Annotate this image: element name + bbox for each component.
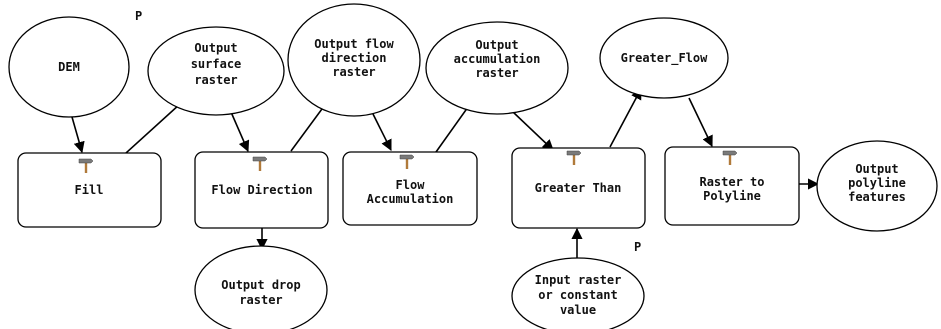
- dem-label: DEM: [58, 60, 80, 74]
- conn-accumraster-greater: [512, 111, 554, 151]
- conn-greaterflow-r2p: [688, 97, 713, 148]
- conn-dirraster-accum: [372, 113, 392, 152]
- data-node-drop-raster[interactable]: Output drop raster: [194, 245, 328, 329]
- greater-than-label: Greater Than: [535, 181, 622, 195]
- flow-accum-label-1: Flow: [396, 178, 426, 192]
- conn-dem-fill: [71, 116, 85, 154]
- accum-label-2: accumulation: [454, 52, 541, 66]
- input-label-2: or constant: [538, 288, 617, 302]
- data-node-accumulation-raster[interactable]: Output accumulation raster: [425, 21, 569, 115]
- drop-label-2: raster: [239, 293, 282, 307]
- data-node-flowdir-raster[interactable]: Output flow direction raster: [287, 3, 421, 117]
- tool-fill[interactable]: Fill: [17, 152, 162, 228]
- tool-flow-direction[interactable]: Flow Direction: [194, 151, 329, 229]
- conn-surface-flowdir: [230, 111, 250, 153]
- flow-accum-label-2: Accumulation: [367, 192, 454, 206]
- data-node-surface-raster[interactable]: Output surface raster: [147, 26, 285, 116]
- tool-raster-to-polyline[interactable]: Raster to Polyline: [664, 146, 800, 226]
- accum-label-1: Output: [475, 38, 518, 52]
- r2p-label-2: Polyline: [703, 189, 761, 203]
- input-label-1: Input raster: [535, 273, 622, 287]
- drop-label-1: Output drop: [221, 278, 300, 292]
- r2p-label-1: Raster to: [699, 175, 764, 189]
- param-marker-input: P: [634, 240, 641, 254]
- polyline-label-2: polyline: [848, 176, 906, 190]
- data-node-input-constant[interactable]: Input raster or constant value: [511, 257, 645, 329]
- input-label-3: value: [560, 303, 596, 317]
- flowdir-label-2: direction: [321, 51, 386, 65]
- connectors: [71, 88, 820, 258]
- flow-direction-label: Flow Direction: [211, 183, 312, 197]
- param-marker-dem: P: [135, 9, 142, 23]
- data-node-dem[interactable]: DEM: [8, 16, 130, 118]
- greater-flow-label: Greater_Flow: [621, 51, 708, 66]
- polyline-label-3: features: [848, 190, 906, 204]
- surface-label-1: Output: [194, 41, 237, 55]
- data-node-polyline-features[interactable]: Output polyline features: [816, 140, 938, 232]
- fill-label: Fill: [75, 183, 104, 197]
- flowdir-label-3: raster: [332, 65, 375, 79]
- conn-greater-greaterflow: [609, 88, 642, 148]
- surface-label-3: raster: [194, 73, 237, 87]
- surface-label-2: surface: [191, 57, 242, 71]
- tool-flow-accumulation[interactable]: Flow Accumulation: [342, 151, 478, 226]
- tool-greater-than[interactable]: Greater Than: [511, 147, 646, 229]
- polyline-label-1: Output: [855, 162, 898, 176]
- data-node-greater-flow[interactable]: Greater_Flow: [599, 17, 729, 99]
- flowdir-label-1: Output flow: [314, 37, 394, 51]
- accum-label-3: raster: [475, 66, 518, 80]
